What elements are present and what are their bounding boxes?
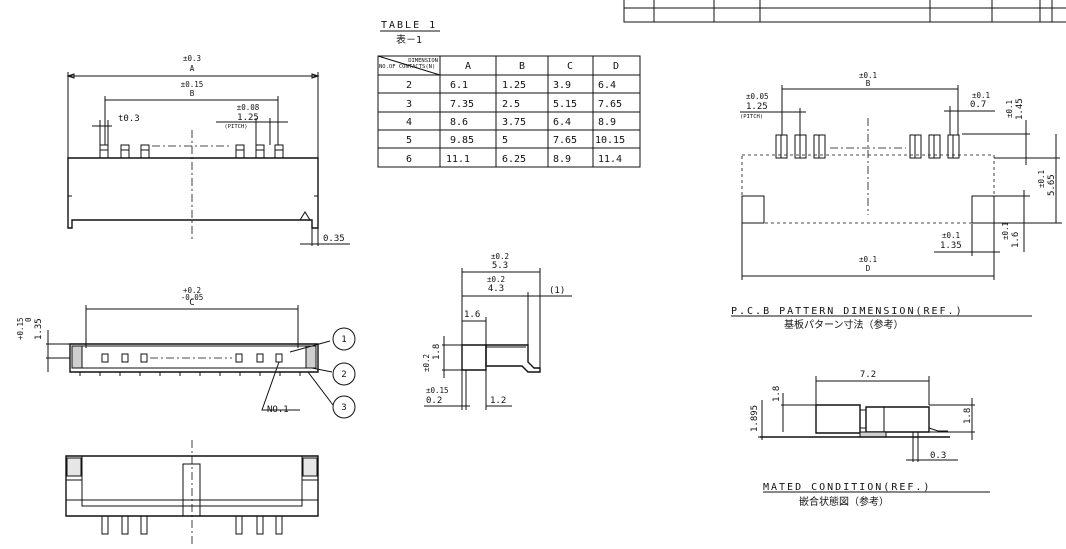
dim-53-tol: ±0.2: [491, 252, 509, 261]
table-cell: 6: [406, 154, 412, 165]
dim-02-tol: ±0.15: [426, 386, 449, 395]
pcb-145-tol: ±0.1: [1005, 100, 1014, 118]
pcb-b-tol: ±0.1: [859, 71, 877, 80]
table-cell: 1.25: [502, 80, 526, 91]
table-cell: 2.5: [502, 99, 520, 110]
dim-16: 1.6: [464, 310, 480, 320]
table-cell: 6.25: [502, 154, 526, 165]
pcb-caption-jp: 基板パターン寸法（参考）: [784, 318, 904, 331]
front-view: ±0.3 A ±0.15 B t0.3 ±0.08 1.25 (PITCH) 0…: [66, 54, 350, 246]
table-subtitle: 表－1: [396, 33, 422, 46]
callout-2: 2: [341, 370, 346, 380]
mated-h2: 1.895: [750, 405, 760, 432]
side-view: ±0.2 5.3 ±0.2 4.3 (1) 1.6 ±0.2 1.8 ±0.15…: [422, 252, 572, 410]
table-cell: 11.1: [446, 154, 470, 165]
dim-b-tolerance: ±0.15: [181, 80, 204, 89]
table-cell: 11.4: [598, 154, 622, 165]
table-cell: 6.4: [598, 80, 616, 91]
pin-one-label: NO.1: [267, 405, 289, 415]
table-cell: 3: [406, 99, 412, 110]
table-cell: 8.9: [598, 117, 616, 128]
mated-caption-en: MATED CONDITION(REF.): [763, 482, 931, 493]
dim-53-value: 5.3: [492, 261, 508, 271]
callout-1: 1: [341, 335, 346, 345]
dim-c-tol-bottom: -0.05: [181, 293, 204, 302]
table-header-d: D: [613, 61, 619, 72]
table-cell: 7.35: [450, 99, 474, 110]
pcb-565-tol: ±0.1: [1037, 170, 1046, 188]
pcb-16-value: 1.6: [1011, 232, 1021, 248]
mated-caption-jp: 嵌合状態図（参考）: [799, 495, 889, 508]
pitch-tolerance: ±0.08: [237, 103, 260, 112]
table-cell: 6.1: [450, 80, 468, 91]
pitch-value: 1.25: [237, 113, 259, 123]
pcb-16-tol: ±0.1: [1001, 222, 1010, 240]
table-cell: 3.75: [502, 117, 526, 128]
pcb-b-label: B: [866, 79, 871, 88]
dim-offset: 0.35: [323, 234, 345, 244]
dim-c-label: C: [189, 298, 194, 308]
table-cell: 3.9: [553, 80, 571, 91]
mated-h3: 1.8: [963, 408, 973, 424]
pcb-565-value: 5.65: [1047, 174, 1057, 196]
table-corner-top: DIMENSION: [408, 58, 438, 64]
pcb-pitch-label: (PITCH): [740, 114, 763, 120]
mated-condition: 7.2 1.8 1.895 1.8 0.3 MATED CONDITION(RE…: [750, 370, 990, 508]
pcb-pitch-tol: ±0.05: [746, 92, 769, 101]
table-header-b: B: [519, 61, 525, 72]
dim-43-value: 4.3: [488, 284, 504, 294]
mated-h1: 1.8: [772, 386, 782, 402]
pcb-pitch-value: 1.25: [746, 102, 768, 112]
mated-width: 7.2: [860, 370, 876, 380]
pcb-135-tol: ±0.1: [942, 231, 960, 240]
dim-height-value: 1.35: [34, 318, 44, 340]
table-header-c: C: [567, 61, 573, 72]
dimension-table: TABLE 1 表－1 DIMENSION NO.OF CONTACTS(N) …: [377, 20, 641, 168]
table-cell: 6.4: [553, 117, 571, 128]
table-cell: 9.85: [450, 135, 474, 146]
dim-height-tol-top: +0.15: [16, 317, 25, 340]
dim-18-value: 1.8: [432, 344, 442, 360]
table-cell: 5.15: [553, 99, 577, 110]
dim-02-value: 0.2: [426, 396, 442, 406]
pcb-07-tol: ±0.1: [972, 91, 990, 100]
table-cell: 10.15: [595, 135, 625, 146]
table-cell: 8.6: [450, 117, 468, 128]
dim-paren-1: (1): [549, 286, 565, 296]
dim-12-value: 1.2: [490, 396, 506, 406]
dim-a-tolerance: ±0.3: [183, 54, 201, 63]
pcb-135-value: 1.35: [940, 241, 962, 251]
bottom-view: [65, 440, 319, 545]
dim-18-tol: ±0.2: [422, 354, 431, 372]
dim-c-tol-top: +0.2: [183, 286, 201, 295]
table-title: TABLE 1: [381, 20, 437, 31]
table-cell: 7.65: [598, 99, 622, 110]
table-cell: 7.65: [553, 135, 577, 146]
pcb-caption-en: P.C.B PATTERN DIMENSION(REF.): [731, 306, 964, 317]
table-cell: 8.9: [553, 154, 571, 165]
pcb-d-tol: ±0.1: [859, 255, 877, 264]
pcb-pattern: ±0.1 B ±0.05 1.25 (PITCH) ±0.1 0.7 ±0.1 …: [731, 71, 1062, 331]
dim-b-label: B: [190, 89, 195, 98]
pitch-label: (PITCH): [224, 124, 247, 130]
table-cell: 2: [406, 80, 412, 91]
table-cell: 4: [406, 117, 412, 128]
dim-thickness: t0.3: [118, 114, 140, 124]
callout-3: 3: [341, 403, 346, 413]
table-header-a: A: [465, 61, 471, 72]
table-cell: 5: [406, 135, 412, 146]
title-block-fragment: [623, 0, 1066, 23]
dim-height-tol-bottom: 0: [24, 317, 33, 322]
mated-bottom: 0.3: [930, 451, 946, 461]
dim-43-tol: ±0.2: [487, 275, 505, 284]
table-corner-bottom: NO.OF CONTACTS(N): [379, 64, 435, 70]
table-cell: 5: [502, 135, 508, 146]
dim-a-label: A: [190, 64, 195, 73]
pcb-d-label: D: [866, 264, 871, 273]
top-view: +0.2 -0.05 C +0.15 0 1.35 NO.1 1 2 3: [16, 286, 356, 419]
pcb-07-value: 0.7: [970, 100, 986, 110]
pcb-145-value: 1.45: [1015, 98, 1025, 120]
